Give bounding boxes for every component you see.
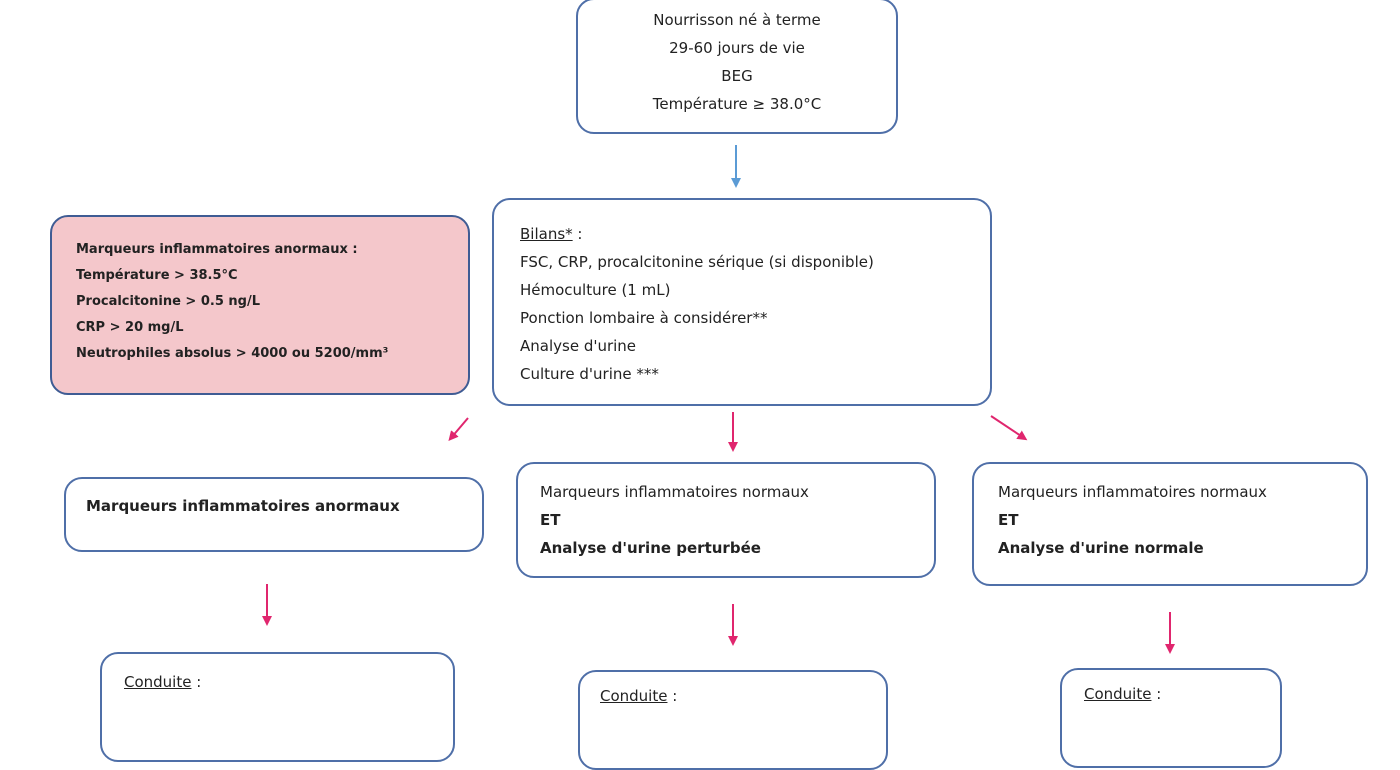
conduite-left-heading: Conduite : [124, 668, 453, 696]
bilans-colon: : [572, 225, 583, 243]
conduite-label: Conduite [124, 673, 192, 691]
conduite-colon: : [667, 687, 678, 705]
result-right-line3: Analyse d'urine normale [998, 539, 1204, 557]
result-right-line1: Marqueurs inflammatoires normaux [998, 483, 1267, 501]
result-mid-line1: Marqueurs inflammatoires normaux [540, 483, 809, 501]
abnormal-marker-line: Procalcitonine > 0.5 ng/L [76, 294, 260, 309]
bilans-line: FSC, CRP, procalcitonine sérique (si dis… [520, 253, 874, 271]
arrow-bilans-to-left [448, 417, 469, 442]
result-right-box: Marqueurs inflammatoires normaux ET Anal… [972, 462, 1368, 586]
result-left-box: Marqueurs inflammatoires anormaux [64, 477, 484, 552]
result-mid-box: Marqueurs inflammatoires normaux ET Anal… [516, 462, 936, 578]
start-line: Nourrisson né à terme [653, 11, 821, 29]
abnormal-marker-line: Neutrophiles absolus > 4000 ou 5200/mm³ [76, 346, 389, 361]
start-line: Température ≥ 38.0°C [652, 95, 822, 113]
abnormal-marker-line: CRP > 20 mg/L [76, 320, 184, 335]
abnormal-marker-line: Température > 38.5°C [76, 268, 238, 283]
bilans-line: Culture d'urine *** [520, 365, 659, 383]
arrow-bilans-to-right [990, 415, 1028, 441]
start-line: 29-60 jours de vie [669, 39, 805, 57]
result-mid-line3: Analyse d'urine perturbée [540, 539, 761, 557]
conduite-right-heading: Conduite : [1084, 680, 1280, 708]
start-line: BEG [721, 67, 753, 85]
bilans-line: Ponction lombaire à considérer** [520, 309, 768, 327]
start-box: Nourrisson né à terme 29-60 jours de vie… [576, 0, 898, 134]
bilans-line: Analyse d'urine [520, 337, 637, 355]
bilans-box: Bilans* : FSC, CRP, procalcitonine sériq… [492, 198, 992, 406]
conduite-label: Conduite [600, 687, 668, 705]
result-right-line2: ET [998, 511, 1019, 529]
bilans-heading: Bilans* : [520, 220, 990, 248]
abnormal-markers-box: Marqueurs inflammatoires anormaux : Temp… [50, 215, 470, 395]
bilans-title: Bilans* [520, 225, 573, 243]
conduite-mid-box: Conduite : [578, 670, 888, 770]
result-mid-line2: ET [540, 511, 561, 529]
arrows-layer [262, 145, 1175, 654]
conduite-left-box: Conduite : [100, 652, 455, 762]
result-left-text: Marqueurs inflammatoires anormaux [86, 497, 400, 515]
conduite-right-box: Conduite : [1060, 668, 1282, 768]
bilans-line: Hémoculture (1 mL) [520, 281, 671, 299]
conduite-colon: : [1151, 685, 1162, 703]
abnormal-markers-title: Marqueurs inflammatoires anormaux : [76, 242, 358, 257]
conduite-mid-heading: Conduite : [600, 682, 886, 710]
conduite-colon: : [191, 673, 202, 691]
conduite-label: Conduite [1084, 685, 1152, 703]
